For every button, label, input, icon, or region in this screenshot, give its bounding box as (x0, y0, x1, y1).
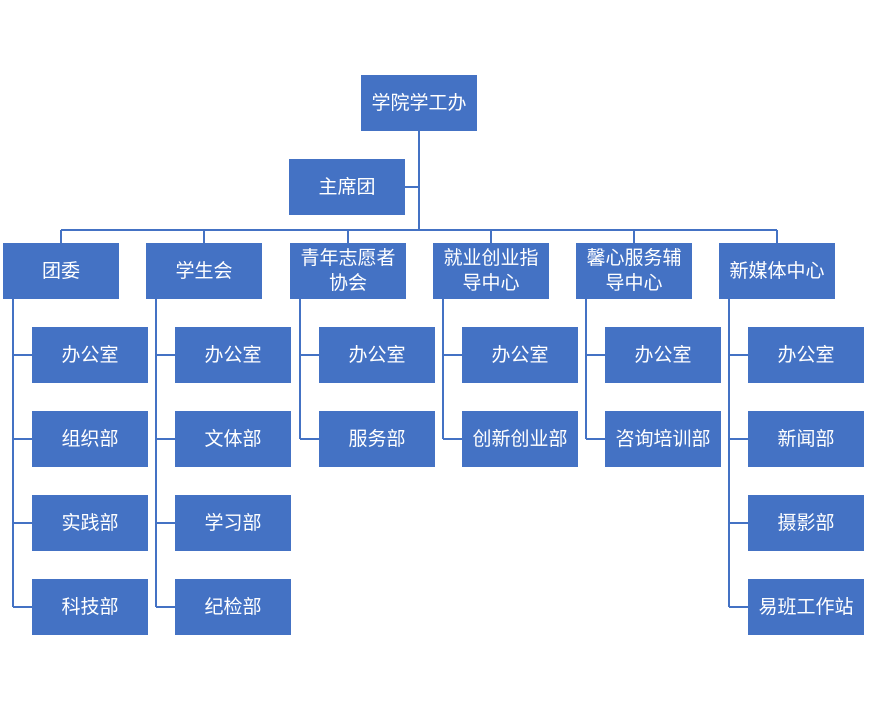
sub-department-node: 组织部 (32, 411, 148, 467)
sub-department-node: 办公室 (175, 327, 291, 383)
department-node: 团委 (3, 243, 119, 299)
sub-department-node: 学习部 (175, 495, 291, 551)
sub-department-node: 办公室 (32, 327, 148, 383)
sub-department-node: 服务部 (319, 411, 435, 467)
sub-department-node: 办公室 (748, 327, 864, 383)
sub-department-node: 易班工作站 (748, 579, 864, 635)
sub-department-node: 咨询培训部 (605, 411, 721, 467)
department-node: 青年志愿者协会 (290, 243, 406, 299)
assistant-node: 主席团 (289, 159, 405, 215)
sub-department-node: 创新创业部 (462, 411, 578, 467)
department-node: 新媒体中心 (719, 243, 835, 299)
sub-department-node: 科技部 (32, 579, 148, 635)
sub-department-node: 新闻部 (748, 411, 864, 467)
sub-department-node: 实践部 (32, 495, 148, 551)
sub-department-node: 办公室 (319, 327, 435, 383)
sub-department-node: 文体部 (175, 411, 291, 467)
department-node: 馨心服务辅导中心 (576, 243, 692, 299)
sub-department-node: 摄影部 (748, 495, 864, 551)
sub-department-node: 办公室 (605, 327, 721, 383)
sub-department-node: 办公室 (462, 327, 578, 383)
sub-department-node: 纪检部 (175, 579, 291, 635)
root-node: 学院学工办 (361, 75, 477, 131)
department-node: 就业创业指导中心 (433, 243, 549, 299)
department-node: 学生会 (146, 243, 262, 299)
